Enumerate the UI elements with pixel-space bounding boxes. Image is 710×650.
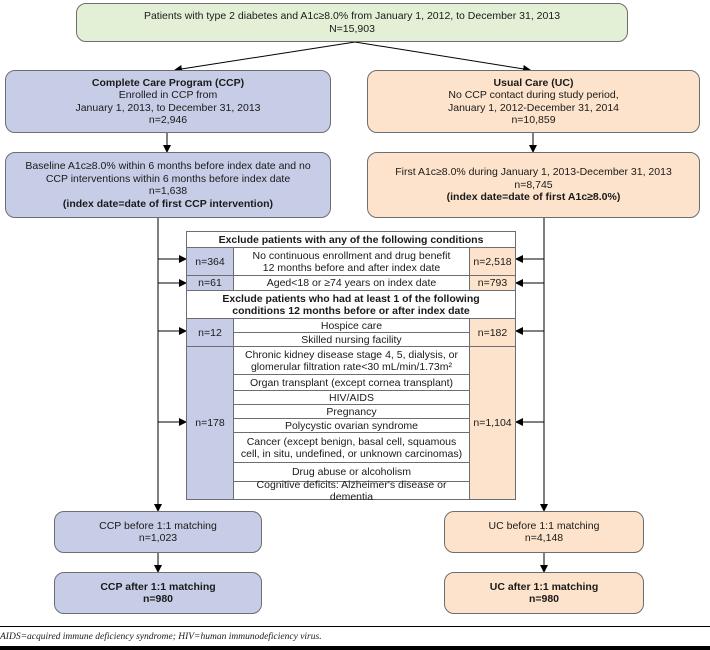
c2-uc-count: n=793: [469, 275, 515, 290]
g2-transplant: Organ transplant (except cornea transpla…: [234, 374, 469, 390]
uc-after-label: UC after 1:1 matching: [489, 580, 599, 593]
g2-transplant-text: Organ transplant (except cornea transpla…: [249, 376, 454, 389]
uc-before-label: UC before 1:1 matching: [488, 519, 600, 532]
g2-ccp-count: n=178: [187, 346, 234, 499]
g2-ckd-line1: Chronic kidney disease stage 4, 5, dialy…: [244, 348, 459, 361]
ccp-after-box: CCP after 1:1 matching n=980: [54, 572, 262, 614]
c1-ccp-count: n=364: [187, 247, 234, 275]
total-patients-desc: Patients with type 2 diabetes and A1c≥8.…: [143, 10, 561, 22]
c2-text: Aged<18 or ≥74 years on index date: [266, 277, 437, 289]
g2-pcos-text: Polycystic ovarian syndrome: [284, 419, 419, 432]
ccp-before-box: CCP before 1:1 matching n=1,023: [54, 511, 262, 553]
footnote-top-rule: [0, 626, 710, 627]
uc-line1: No CCP contact during study period,: [448, 89, 619, 101]
uc-title: Usual Care (UC): [493, 76, 574, 89]
uc-first-line1: First A1c≥8.0% during January 1, 2013-De…: [395, 166, 672, 179]
uc-after-count: n=980: [528, 593, 560, 605]
footnote: AIDS=acquired immune deficiency syndrome…: [0, 632, 322, 642]
exclusion-header-1-text: Exclude patients with any of the followi…: [218, 233, 484, 246]
g1-hospice-text: Hospice care: [320, 319, 383, 332]
arrow-top-to-ccp: [174, 41, 356, 73]
c1-line2: 12 months before and after index date: [262, 261, 441, 274]
g2-cognitive: Cognitive deficits: Alzheimer's disease …: [234, 479, 469, 503]
ccp-baseline-note: (index date=date of first CCP interventi…: [62, 197, 274, 210]
ccp-count: n=2,946: [148, 114, 188, 126]
ccp-title: Complete Care Program (CCP): [91, 76, 245, 89]
ccp-line2: January 1, 2013, to December 31, 2013: [75, 101, 261, 114]
c1-condition: No continuous enrollment and drug benefi…: [234, 247, 469, 275]
uc-first-note: (index date=date of first A1c≥8.0%): [446, 191, 621, 204]
g2-pregnancy-text: Pregnancy: [326, 405, 377, 418]
exclusion-header-2-line1: Exclude patients who had at least 1 of t…: [222, 292, 480, 305]
ccp-line1: Enrolled in CCP from: [118, 89, 218, 101]
uc-after-box: UC after 1:1 matching n=980: [444, 572, 644, 614]
uc-count: n=10,859: [511, 114, 556, 126]
g2-cancer-line2: cell, in situ, undefined, or unknown car…: [240, 447, 463, 460]
g1-hospice: Hospice care: [234, 318, 469, 332]
c1-line1: No continuous enrollment and drug benefi…: [252, 249, 451, 262]
g2-pregnancy: Pregnancy: [234, 404, 469, 418]
g2-drug-abuse-text: Drug abuse or alcoholism: [291, 466, 412, 478]
g2-ckd-line2: glomerular filtration rate<30 mL/min/1.7…: [250, 360, 453, 373]
uc-first-count: n=8,745: [514, 178, 553, 191]
uc-box: Usual Care (UC) No CCP contact during st…: [367, 70, 700, 133]
ccp-box: Complete Care Program (CCP) Enrolled in …: [5, 70, 331, 133]
ccp-baseline-box: Baseline A1c≥8.0% within 6 months before…: [5, 152, 331, 218]
g1-nursing: Skilled nursing facility: [234, 332, 469, 346]
g2-hiv-text: HIV/AIDS: [329, 391, 374, 404]
total-patients-box: Patients with type 2 diabetes and A1c≥8.…: [76, 3, 628, 42]
c2-condition: Aged<18 or ≥74 years on index date: [234, 275, 469, 290]
ccp-after-label: CCP after 1:1 matching: [100, 580, 216, 593]
ccp-baseline-line1: Baseline A1c≥8.0% within 6 months before…: [25, 160, 311, 172]
ccp-baseline-count: n=1,638: [148, 185, 188, 197]
c2-ccp-count: n=61: [187, 275, 234, 290]
exclusion-header-2: Exclude patients who had at least 1 of t…: [187, 290, 515, 318]
ccp-before-count: n=1,023: [138, 532, 178, 544]
g2-drug-abuse: Drug abuse or alcoholism: [234, 462, 469, 481]
exclusion-header-2-line2: conditions 12 months before or after ind…: [232, 304, 470, 317]
c1-uc-count: n=2,518: [469, 247, 515, 275]
g2-uc-count: n=1,104: [469, 346, 515, 499]
g2-cancer-line1: Cancer (except benign, basal cell, squam…: [246, 435, 457, 448]
g1-nursing-text: Skilled nursing facility: [301, 333, 402, 346]
g2-cancer: Cancer (except benign, basal cell, squam…: [234, 432, 469, 462]
uc-first-box: First A1c≥8.0% during January 1, 2013-De…: [367, 152, 700, 218]
g2-cognitive-text: Cognitive deficits: Alzheimer's disease …: [256, 478, 447, 503]
uc-before-count: n=4,148: [524, 532, 564, 544]
g2-ckd: Chronic kidney disease stage 4, 5, dialy…: [234, 346, 469, 374]
g2-hiv: HIV/AIDS: [234, 390, 469, 404]
uc-line2: January 1, 2012-December 31, 2014: [447, 101, 620, 114]
g2-pcos: Polycystic ovarian syndrome: [234, 418, 469, 432]
g1-uc-count: n=182: [469, 318, 515, 346]
ccp-baseline-line2: CCP interventions within 6 months before…: [45, 172, 291, 185]
exclusion-header-1: Exclude patients with any of the followi…: [187, 232, 515, 247]
exclusion-table: Exclude patients with any of the followi…: [186, 231, 516, 503]
ccp-after-count: n=980: [142, 593, 174, 605]
total-patients-count: N=15,903: [329, 22, 375, 35]
ccp-before-label: CCP before 1:1 matching: [99, 519, 217, 532]
footnote-bottom-rule: [0, 646, 710, 650]
uc-before-box: UC before 1:1 matching n=4,148: [444, 511, 644, 553]
arrow-top-to-uc: [354, 41, 531, 73]
g1-ccp-count: n=12: [187, 318, 234, 346]
